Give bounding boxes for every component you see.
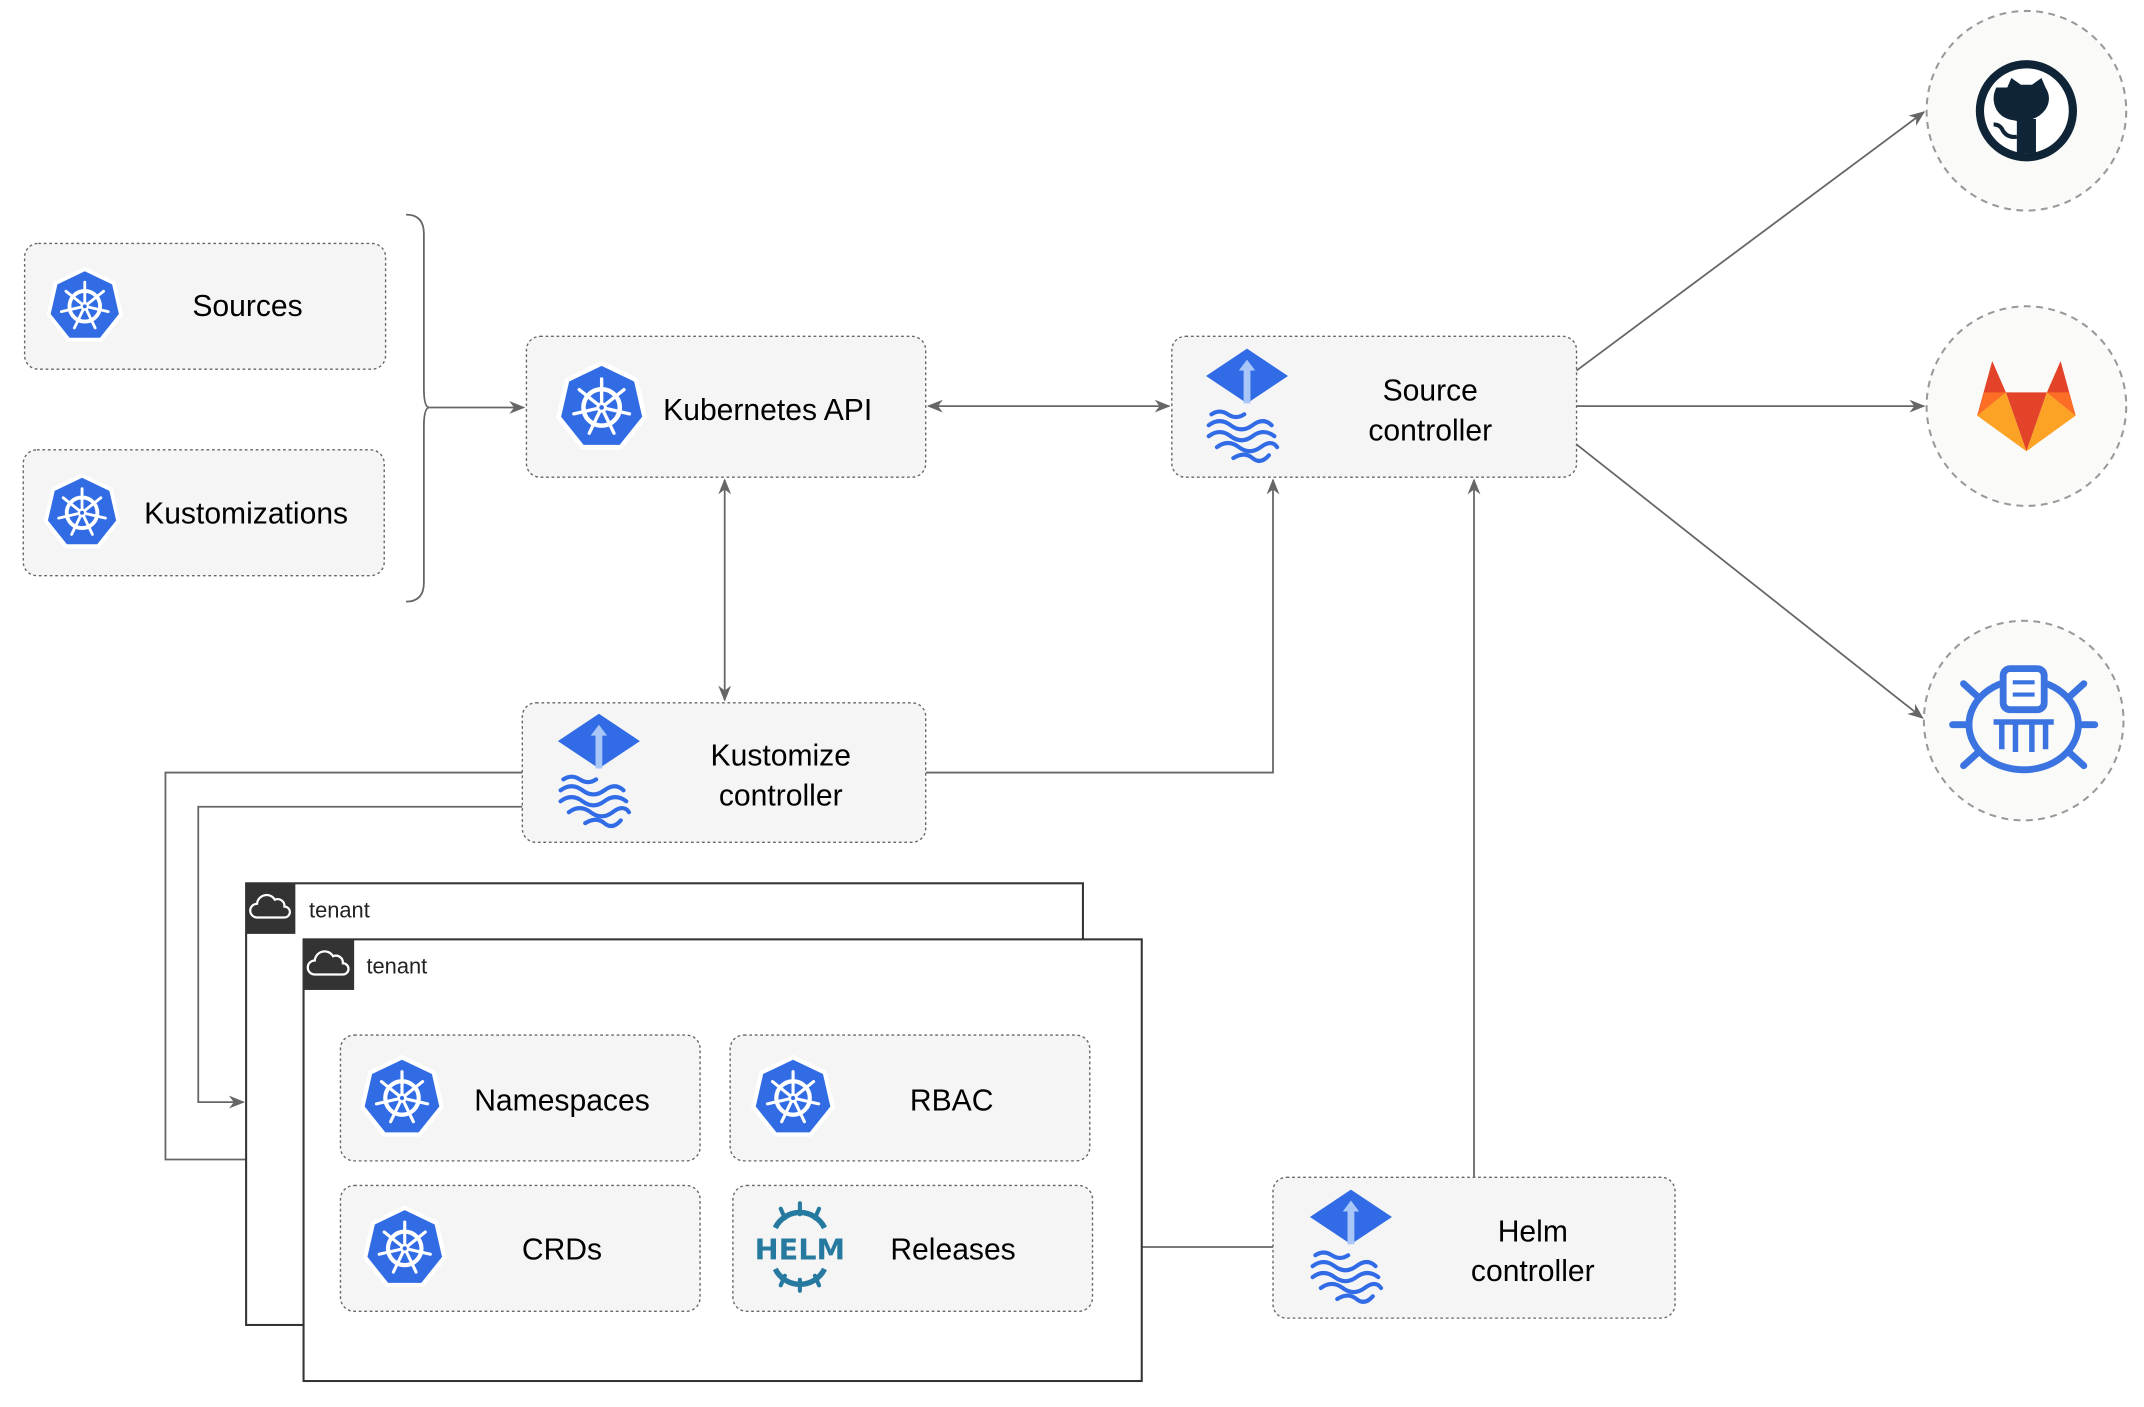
sources-node[interactable]: Sources [23,242,387,370]
helm-icon-text: HELM [755,1232,845,1266]
helm-controller-node[interactable]: Helm controller [1272,1176,1676,1319]
kustomize-controller-label-line1: Kustomize [711,740,851,773]
namespaces-node[interactable]: Namespaces [339,1034,701,1162]
edge-kustomize-to-tenant-front [164,771,523,1166]
helm-controller-label-line1: Helm [1498,1216,1568,1249]
rbac-node[interactable]: RBAC [729,1034,1091,1162]
kubernetes-api-label: Kubernetes API [663,394,872,427]
connections [164,111,1926,1254]
kustomizations-label: Kustomizations [144,498,348,531]
helm-icon: HELM [755,1201,845,1293]
gitlab-source[interactable] [1925,305,2128,507]
bucket-icon [1949,665,2099,774]
kustomize-controller-label-line2: controller [719,779,843,812]
crds-node[interactable]: CRDs [339,1184,701,1312]
rbac-label: RBAC [910,1084,994,1117]
source-controller-label-line2: controller [1368,414,1492,447]
input-brace [406,213,430,603]
crds-label: CRDs [522,1233,602,1266]
source-controller-node[interactable]: Source controller [1171,335,1578,478]
releases-label: Releases [890,1233,1015,1266]
gitlab-icon [1977,360,2076,452]
sources-label: Sources [192,290,302,323]
github-icon [1975,60,2077,162]
github-source[interactable] [1925,9,2128,212]
helm-controller-label-line2: controller [1471,1255,1595,1288]
namespaces-label: Namespaces [474,1084,650,1117]
edge-source-to-github [1576,111,1926,372]
bucket-source[interactable] [1922,619,2125,822]
kubernetes-api-node[interactable]: Kubernetes API [525,335,927,478]
tenant-label: tenant [309,897,370,922]
kustomize-controller-node[interactable]: Kustomize controller [521,702,927,843]
kustomizations-node[interactable]: Kustomizations [22,449,385,577]
edge-kustomize-to-tenant-back [197,805,523,1109]
source-controller-label-line1: Source [1383,375,1478,408]
releases-node[interactable]: HELM Releases [732,1184,1094,1312]
tenant-label: tenant [366,954,427,979]
edge-kustomize-to-source-controller [925,478,1280,774]
edge-source-to-bucket [1575,443,1924,719]
